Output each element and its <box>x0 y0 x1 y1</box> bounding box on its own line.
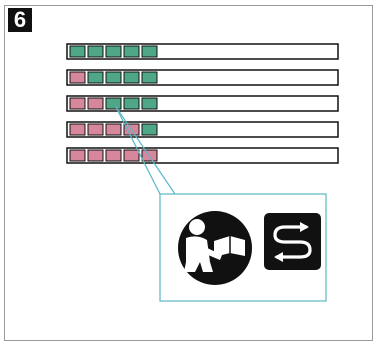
indicator-row <box>66 95 339 112</box>
indicator-row <box>66 121 339 138</box>
indicator-segment-pink <box>105 123 122 136</box>
indicator-row <box>66 43 339 60</box>
indicator-segment-green <box>105 71 122 84</box>
indicator-segment-green <box>141 97 158 110</box>
indicator-segment-green <box>123 45 140 58</box>
callout-leader <box>115 106 176 195</box>
indicator-segment-green <box>123 97 140 110</box>
indicator-segment-pink <box>69 71 86 84</box>
indicator-segment-pink <box>69 97 86 110</box>
indicator-segment-pink <box>69 123 86 136</box>
indicator-segment-pink <box>87 123 104 136</box>
indicator-segment-green <box>123 71 140 84</box>
indicator-segment-pink <box>87 149 104 162</box>
indicator-row <box>66 147 339 164</box>
indicator-segment-green <box>87 45 104 58</box>
indicator-segment-green <box>141 45 158 58</box>
reverse-cycle-icon <box>264 213 321 270</box>
indicator-segment-green <box>105 97 122 110</box>
read-manual-icon <box>178 211 252 285</box>
indicator-rows <box>66 43 339 164</box>
indicator-segment-green <box>87 71 104 84</box>
indicator-segment-pink <box>123 149 140 162</box>
step-number-badge: 6 <box>8 8 32 32</box>
indicator-segment-pink <box>87 97 104 110</box>
indicator-segment-pink <box>69 149 86 162</box>
indicator-row <box>66 69 339 86</box>
indicator-segment-green <box>105 45 122 58</box>
indicator-segment-pink <box>105 149 122 162</box>
indicator-segment-green <box>141 123 158 136</box>
indicator-segment-green <box>69 45 86 58</box>
indicator-segment-green <box>141 71 158 84</box>
